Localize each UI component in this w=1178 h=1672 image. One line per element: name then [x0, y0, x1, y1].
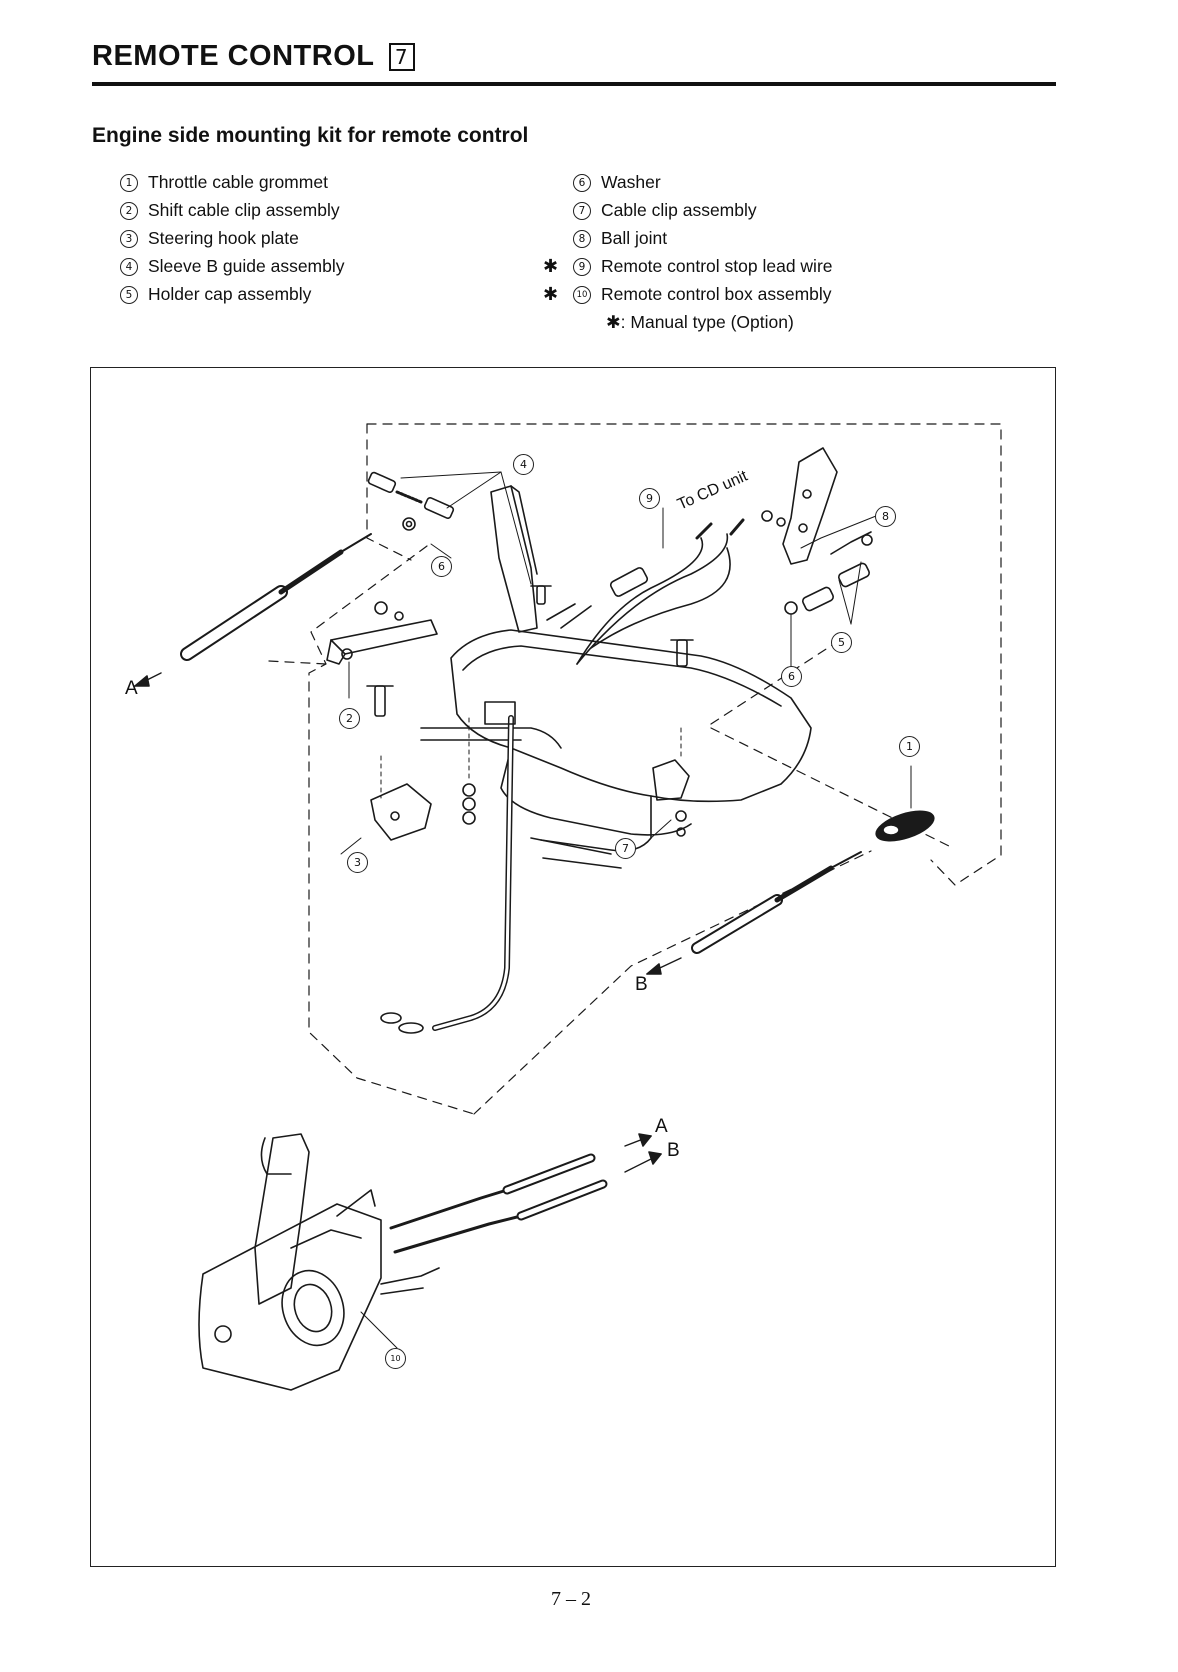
- callout-8: 8: [875, 506, 896, 527]
- part-number: 2: [120, 201, 138, 220]
- callout-3: 3: [347, 852, 368, 873]
- header-rule: [92, 82, 1056, 86]
- leader-lines: [430, 513, 882, 559]
- legend-item: 6 Washer: [573, 172, 661, 193]
- part-label: Throttle cable grommet: [148, 172, 328, 192]
- throttle-grommet-and-cable-b: [646, 765, 935, 975]
- callout-2: 2: [339, 708, 360, 729]
- part-number: 8: [573, 229, 591, 248]
- option-star-icon: ✱: [543, 256, 559, 276]
- page-title-text: REMOTE CONTROL: [92, 40, 375, 72]
- part-number: 9: [573, 257, 591, 276]
- part-number: 7: [573, 201, 591, 220]
- legend-item: 2 Shift cable clip assembly: [120, 200, 340, 221]
- stop-lead-wire-harness: [546, 507, 745, 665]
- direction-letter: A: [655, 1116, 668, 1137]
- shift-cable-clip: [326, 601, 438, 699]
- part-label: Remote control box assembly: [601, 284, 832, 304]
- holder-cap-parts: [784, 561, 871, 669]
- part-label: Steering hook plate: [148, 228, 299, 248]
- legend-item: 8 Ball joint: [573, 228, 667, 249]
- callout-1: 1: [899, 736, 920, 757]
- exploded-diagram: 4 9 8 6 5 6 2 1 3 7 10 A B A B To CD uni…: [90, 367, 1056, 1567]
- part-number: 6: [573, 173, 591, 192]
- part-label: Ball joint: [601, 228, 668, 248]
- section-subtitle: Engine side mounting kit for remote cont…: [92, 124, 529, 147]
- steering-hook-plate: [340, 685, 432, 855]
- direction-letter: A: [125, 678, 138, 699]
- part-label: Washer: [601, 172, 661, 192]
- option-star-icon: ✱: [543, 284, 559, 304]
- part-label: Holder cap assembly: [148, 284, 312, 304]
- part-number: 10: [573, 285, 591, 304]
- sleeve-guide-parts: [367, 471, 538, 633]
- ball-joint-bracket: [761, 447, 873, 565]
- part-label: Sleeve B guide assembly: [148, 256, 345, 276]
- part-label: Cable clip assembly: [601, 200, 757, 220]
- callout-4: 4: [513, 454, 534, 475]
- legend-item: 7 Cable clip assembly: [573, 200, 757, 221]
- cable-clip: [650, 727, 690, 839]
- part-label: Shift cable clip assembly: [148, 200, 340, 220]
- page-title: REMOTE CONTROL 7: [92, 40, 415, 73]
- direction-letter: B: [667, 1140, 680, 1161]
- callout-10: 10: [385, 1348, 406, 1369]
- callout-6: 6: [431, 556, 452, 577]
- bolts: [530, 585, 694, 667]
- callout-6: 6: [781, 666, 802, 687]
- part-number: 4: [120, 257, 138, 276]
- legend-item: 5 Holder cap assembly: [120, 284, 311, 305]
- callout-9: 9: [639, 488, 660, 509]
- remote-control-box: [198, 1133, 662, 1391]
- mounting-hardware-center: [462, 717, 476, 825]
- part-label: Remote control stop lead wire: [601, 256, 833, 276]
- part-number: 1: [120, 173, 138, 192]
- page-number: 7 – 2: [551, 1588, 591, 1610]
- callout-7: 7: [615, 838, 636, 859]
- stop-lead-wire-tube: [380, 701, 516, 1034]
- diagram-drawing: [134, 423, 1002, 1391]
- legend-item: 1 Throttle cable grommet: [120, 172, 328, 193]
- direction-letter: B: [635, 974, 648, 995]
- engine-bracket-outline: [420, 629, 812, 869]
- legend-note: ✱: Manual type (Option): [606, 312, 794, 332]
- assembly-boundary: [268, 423, 1002, 1115]
- chapter-number-box: 7: [388, 42, 415, 71]
- part-number: 5: [120, 285, 138, 304]
- legend-item: 10 Remote control box assembly: [573, 284, 832, 305]
- part-number: 3: [120, 229, 138, 248]
- legend-item: 3 Steering hook plate: [120, 228, 299, 249]
- callout-5: 5: [831, 632, 852, 653]
- legend-item: 4 Sleeve B guide assembly: [120, 256, 345, 277]
- legend-item: 9 Remote control stop lead wire: [573, 256, 833, 277]
- cable-a-upper: [134, 533, 372, 687]
